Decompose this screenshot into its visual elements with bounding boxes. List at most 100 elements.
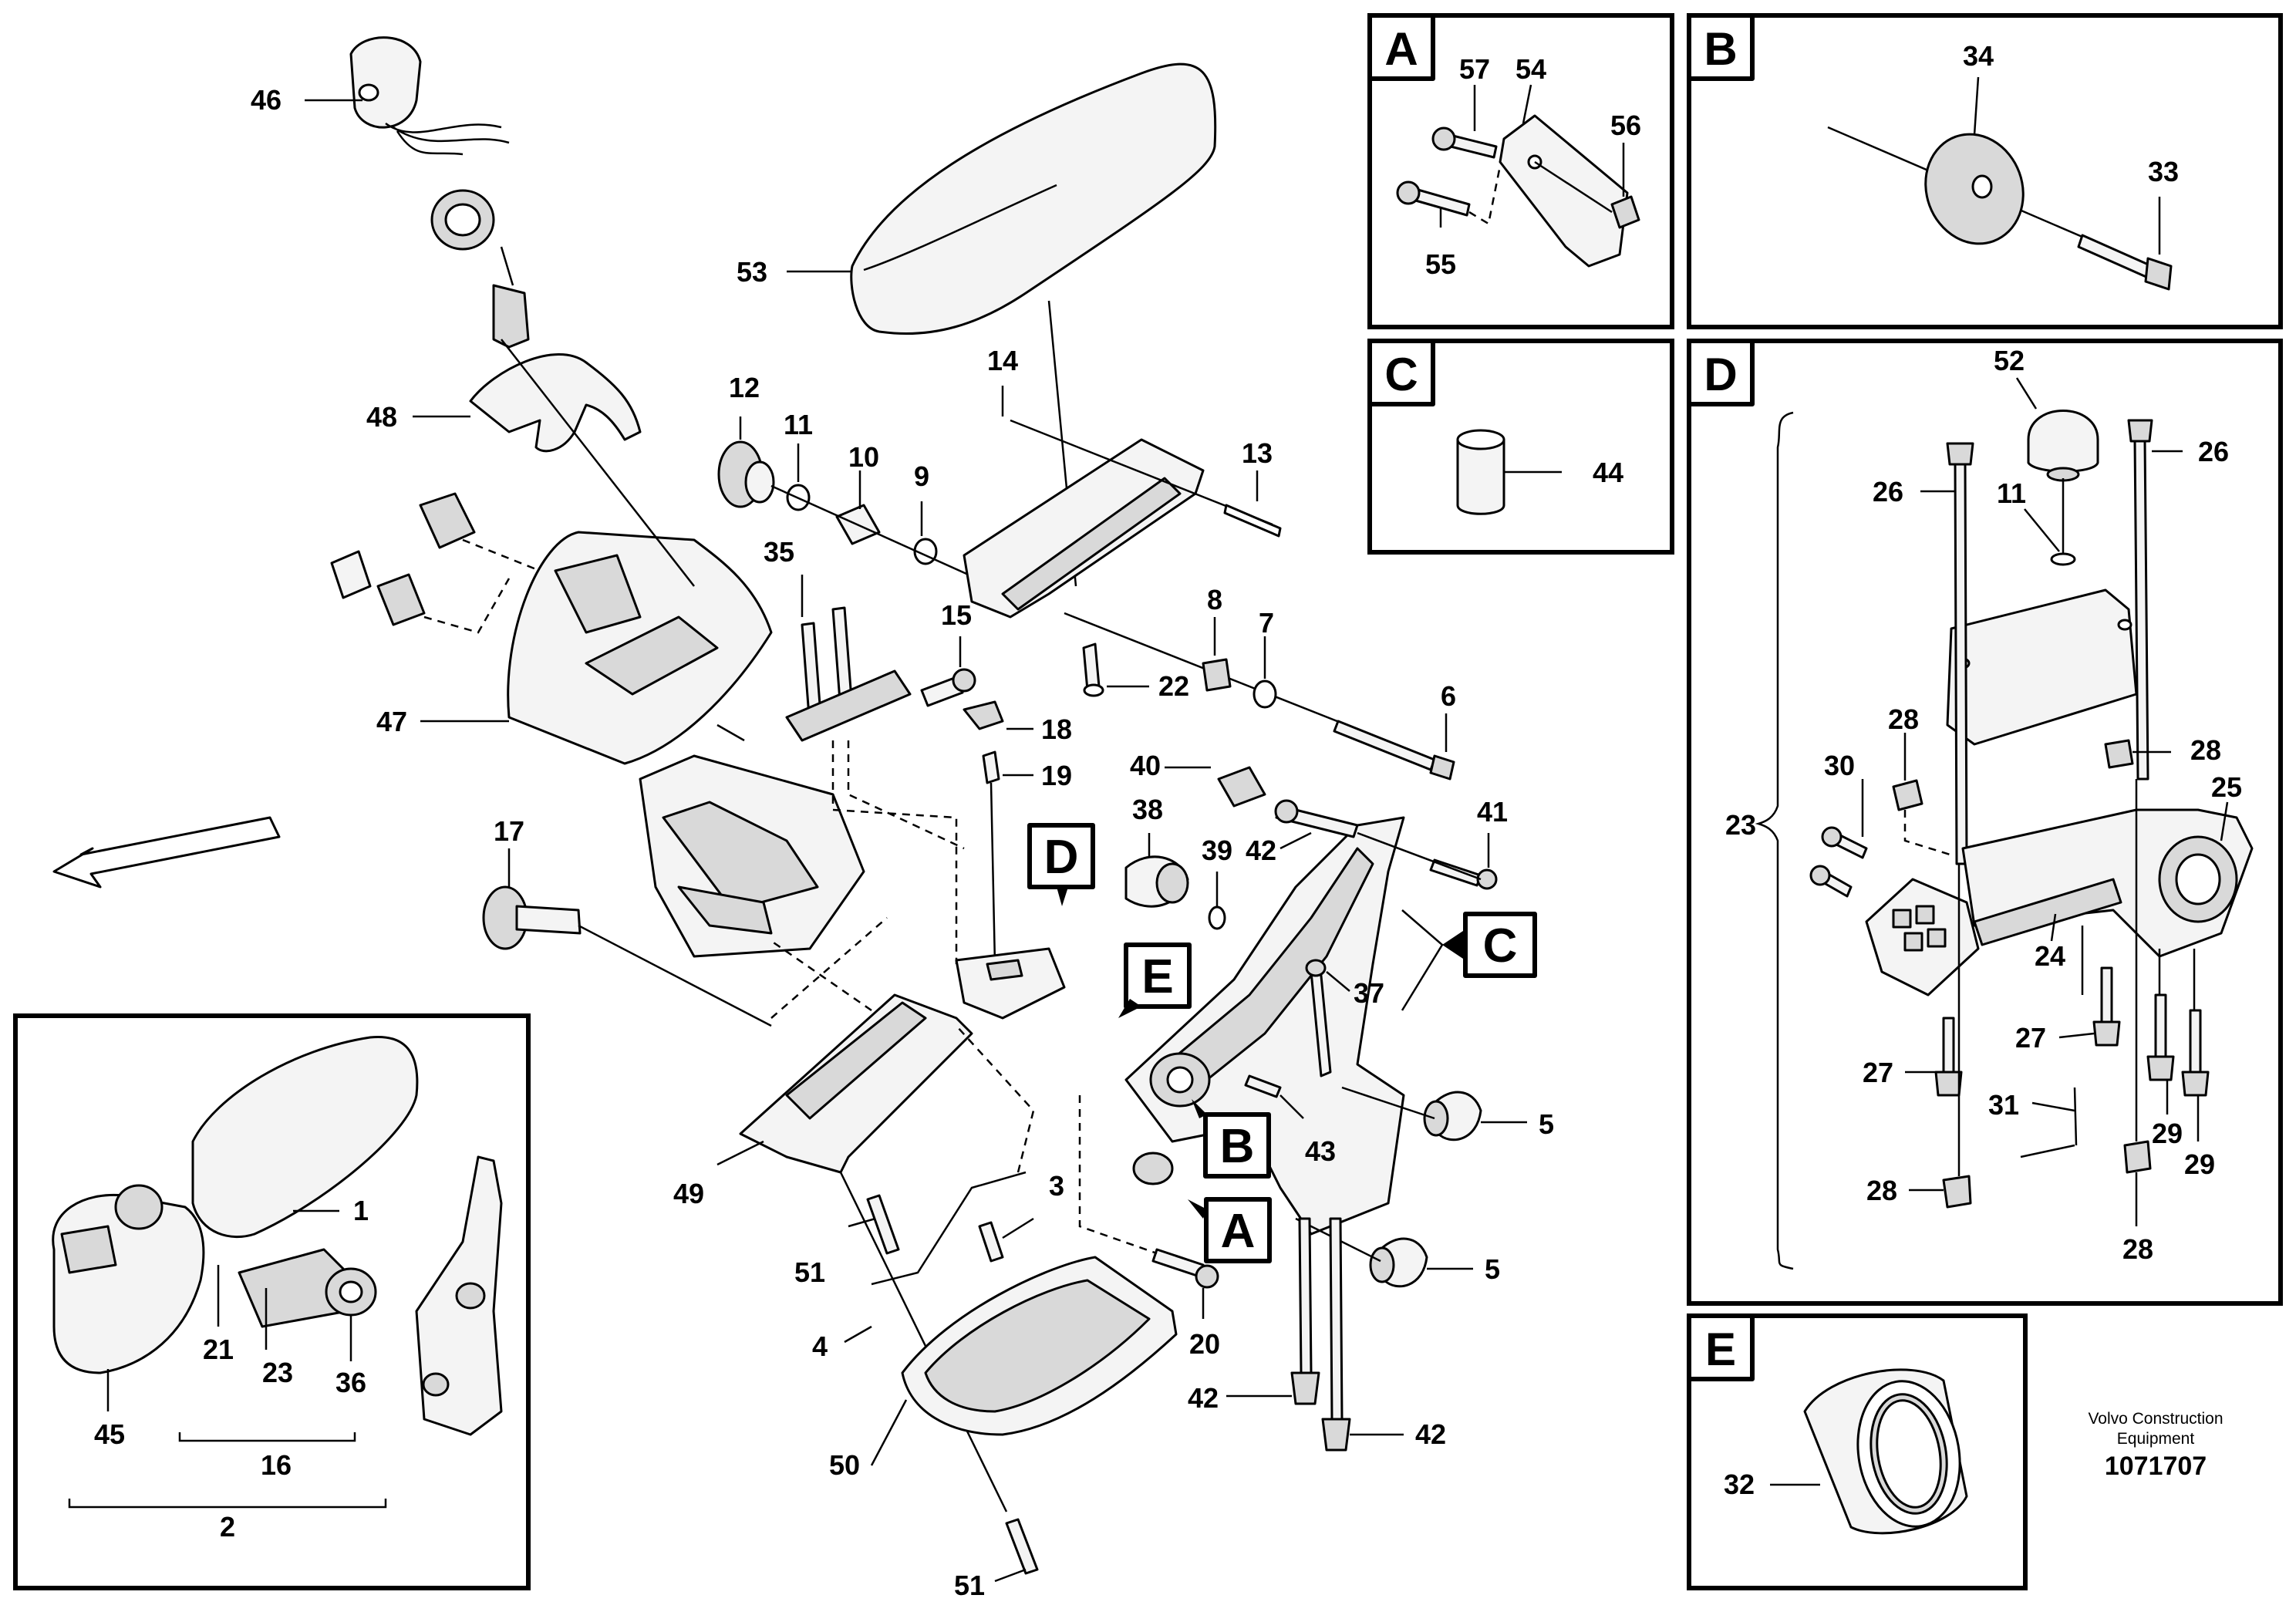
long-bolt-part [1333, 720, 1455, 781]
knob-screw-part [482, 885, 582, 950]
part-label-9: 9 [914, 460, 929, 492]
screw-part [866, 1194, 900, 1255]
part-label-41: 41 [1477, 796, 1508, 828]
part-label-3: 3 [1049, 1170, 1064, 1202]
detail-a-label-55: 55 [1425, 248, 1456, 280]
detail-b-label-33: 33 [2148, 156, 2179, 187]
part-label-39: 39 [1202, 835, 1232, 866]
part-label-51-a: 51 [794, 1256, 825, 1288]
part-label-16: 16 [261, 1449, 292, 1481]
detail-d-label-28-b: 28 [2190, 734, 2221, 766]
detail-d-label-30: 30 [1824, 750, 1855, 781]
detail-a-panel: A 57 54 56 55 [1367, 13, 1674, 329]
part-label-45: 45 [94, 1418, 125, 1450]
valve-block-part [639, 723, 865, 958]
part-label-36: 36 [335, 1367, 366, 1398]
detail-d-label-31: 31 [1988, 1089, 2019, 1121]
part-label-23: 23 [262, 1357, 293, 1388]
screw-part [1321, 1217, 1351, 1452]
detail-d-label-27-a: 27 [1863, 1057, 1893, 1088]
detail-e-label-32: 32 [1724, 1469, 1755, 1500]
part-label-15: 15 [941, 599, 972, 631]
part-label-40: 40 [1130, 750, 1161, 781]
detail-b-panel: B 34 33 [1687, 13, 2283, 329]
svg-text:E: E [1141, 950, 1173, 1003]
latch-part [963, 700, 1004, 730]
part-label-12: 12 [729, 372, 760, 403]
callout-d: D [1027, 823, 1095, 906]
detail-d-label-29-b: 29 [2184, 1148, 2215, 1180]
svg-text:A: A [1221, 1205, 1256, 1258]
detail-d-label-11: 11 [1997, 477, 2026, 509]
detail-c-panel: C 44 [1367, 339, 1674, 555]
detail-d-label-26-a: 26 [1873, 476, 1903, 508]
rocker-switch-part [330, 492, 541, 634]
part-label-43: 43 [1305, 1135, 1336, 1167]
part-label-38: 38 [1132, 794, 1163, 825]
part-label-37: 37 [1354, 977, 1384, 1009]
part-label-10: 10 [848, 441, 879, 473]
detail-d-label-52: 52 [1994, 345, 2025, 376]
part-label-20: 20 [1189, 1328, 1220, 1360]
detail-a-label-54: 54 [1515, 53, 1546, 85]
spring-part [1274, 799, 1359, 838]
part-label-48: 48 [366, 401, 397, 433]
part-label-11: 11 [784, 409, 813, 440]
direction-arrow-icon [52, 816, 281, 889]
bolt-part [1244, 1074, 1282, 1098]
screw-part [1290, 1217, 1320, 1405]
part-label-35: 35 [764, 536, 794, 568]
part-label-13: 13 [1242, 437, 1273, 469]
part-label-5-a: 5 [1539, 1108, 1554, 1140]
part-label-46: 46 [251, 84, 282, 116]
detail-d-label-24: 24 [2035, 940, 2065, 972]
callout-e: E [1118, 943, 1192, 1018]
joystick-knob-part [349, 36, 530, 349]
part-label-21: 21 [203, 1334, 234, 1365]
part-label-5-b: 5 [1485, 1253, 1500, 1285]
part-label-53: 53 [737, 256, 767, 288]
detail-a-label-56: 56 [1610, 110, 1641, 141]
control-housing-part [507, 531, 773, 765]
detail-d-label-27-b: 27 [2015, 1022, 2046, 1054]
detail-d-label-23: 23 [1725, 809, 1756, 841]
detail-e-panel: E 32 [1687, 1313, 2028, 1590]
svg-text:D: D [1704, 349, 1737, 400]
callout-a: A [1188, 1197, 1272, 1263]
title-block: Volvo Construction Equipment 1071707 [2088, 1410, 2223, 1481]
drawing-number: 1071707 [2105, 1452, 2207, 1481]
part-label-22: 22 [1158, 670, 1189, 702]
part-label-19: 19 [1041, 760, 1072, 791]
joystick-boot-part [469, 353, 642, 453]
detail-d-panel: D [1687, 339, 2283, 1306]
part-label-4: 4 [812, 1330, 828, 1362]
screw-pair-part [785, 606, 912, 742]
part-label-17: 17 [494, 815, 524, 847]
stop-block-part [1217, 766, 1266, 808]
part-label-6: 6 [1441, 680, 1456, 712]
part-label-42-a: 42 [1246, 835, 1276, 866]
screw-part [920, 668, 976, 707]
part-label-51-b: 51 [954, 1570, 985, 1601]
part-label-8: 8 [1207, 584, 1222, 615]
detail-a-label-57: 57 [1459, 53, 1490, 85]
part-label-1: 1 [353, 1195, 369, 1226]
screw-part [1429, 858, 1498, 890]
screw-part [978, 1221, 1004, 1263]
pin-part [1305, 959, 1332, 1077]
screw-part [1151, 1248, 1219, 1289]
svg-text:B: B [1220, 1120, 1255, 1173]
armrest-bracket-part [963, 438, 1205, 619]
bushing-part [1124, 855, 1189, 908]
screw-part [1082, 642, 1104, 697]
lower-cover-part [901, 1256, 1178, 1436]
linkage-block-part [955, 947, 1066, 1020]
detail-d-label-25: 25 [2211, 771, 2242, 803]
detail-b-label-34: 34 [1963, 40, 1994, 72]
svg-text:B: B [1704, 23, 1737, 75]
part-label-47: 47 [376, 706, 407, 737]
overview-inset: 1 21 23 36 45 16 2 [13, 1013, 531, 1590]
detail-d-label-28-d: 28 [2122, 1233, 2153, 1265]
svg-text:A: A [1384, 23, 1418, 75]
